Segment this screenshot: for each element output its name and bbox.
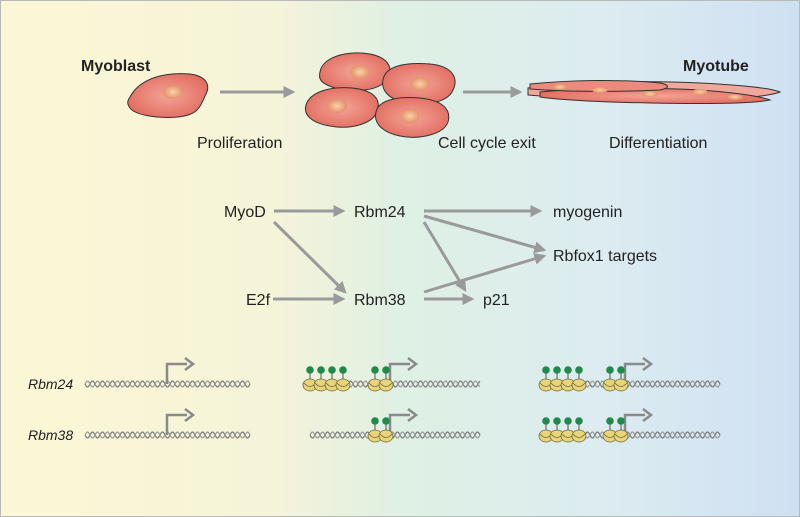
gene-label-rbm38: Rbm38 xyxy=(28,427,73,443)
node-myogenin: myogenin xyxy=(553,204,622,221)
node-rbm24: Rbm24 xyxy=(354,204,406,221)
network-arrows xyxy=(272,205,547,305)
rbm38-col1-dna-strand-a xyxy=(84,431,251,439)
rbm24-col2-nucleosome-3 xyxy=(335,378,351,392)
proliferation-label: Proliferation xyxy=(197,135,282,152)
proliferating-cells xyxy=(304,52,456,138)
rbm38-col2-dna-strand-b xyxy=(309,431,481,439)
rbm24-col3-promoter-nucleosome-1-wrap xyxy=(614,382,628,387)
myotube-label: Myotube xyxy=(683,58,749,75)
rbm24-col1-tss-arrow xyxy=(165,362,187,384)
rbm38-col1-tss-arrow xyxy=(165,413,187,435)
rbm24-col2-nucleosome-3-mark xyxy=(339,366,347,374)
rbm24-col1-tss-arrow-head xyxy=(184,357,196,371)
rbm24-col3-nucleosome-3 xyxy=(571,378,587,392)
rbm38-col3-nucleosome-3-wrap xyxy=(572,433,586,438)
rbm38-col3-tss-arrow-head xyxy=(642,408,654,422)
rbm24-col2-nucleosome-3-wrap xyxy=(336,382,350,387)
chromatin-tracks xyxy=(84,357,721,443)
rbm24-col3-nucleosome-3-mark xyxy=(575,366,583,374)
arrow-myod-rbm38 xyxy=(272,220,347,294)
rbm24-col1-dna-strand-a xyxy=(84,380,251,388)
rbm38-col2-promoter-nucleosome-1-mark xyxy=(382,417,390,425)
rbm38-col2-promoter-nucleosome-1-wrap xyxy=(379,433,393,438)
rbm24-col2-promoter-nucleosome-0-mark xyxy=(371,366,379,374)
rbm24-col2-promoter-nucleosome-1-wrap xyxy=(379,382,393,387)
rbm38-col3-nucleosome-3-mark xyxy=(575,417,583,425)
rbm24-col2-promoter-nucleosome-1 xyxy=(378,378,394,392)
rbm24-col2-nucleosome-2-mark xyxy=(328,366,336,374)
myoblast-label: Myoblast xyxy=(81,58,151,75)
arrow-rbm38-rbfox1 xyxy=(423,253,547,294)
rbm38-col1-tss-arrow-head xyxy=(184,408,196,422)
rbm24-col3-nucleosome-1-mark xyxy=(553,366,561,374)
rbm24-col2-nucleosome-0-mark xyxy=(306,366,314,374)
rbm38-col2-promoter-nucleosome-0-mark xyxy=(371,417,379,425)
differentiation-label: Differentiation xyxy=(609,135,707,152)
rbm38-col2-tss-arrow xyxy=(388,413,410,435)
rbm24-col3-promoter-nucleosome-1-mark xyxy=(617,366,625,374)
node-rbm38: Rbm38 xyxy=(354,292,406,309)
rbm24-col2-tss-arrow xyxy=(388,362,410,384)
rbm24-col3-promoter-nucleosome-1 xyxy=(613,378,629,392)
rbm38-col3-nucleosome-3 xyxy=(571,429,587,443)
node-e2f: E2f xyxy=(246,292,271,309)
rbm38-col3-tss-arrow xyxy=(623,413,645,435)
rbm38-col2-tss-arrow-head xyxy=(407,408,419,422)
rbm38-col3-nucleosome-1-mark xyxy=(553,417,561,425)
rbm24-col3-promoter-nucleosome-0-mark xyxy=(606,366,614,374)
rbm24-col3-tss-arrow xyxy=(623,362,645,384)
rbm38-col3-promoter-nucleosome-1-wrap xyxy=(614,433,628,438)
rbm24-col3-nucleosome-0-mark xyxy=(542,366,550,374)
rbm38-col3-nucleosome-2-mark xyxy=(564,417,572,425)
myotube-cells xyxy=(527,79,782,105)
rbm24-col2-nucleosome-1-mark xyxy=(317,366,325,374)
rbm38-col3-nucleosome-0-mark xyxy=(542,417,550,425)
arrow-rbm24-rbfox1 xyxy=(423,214,547,254)
node-rbfox1-targets: Rbfox1 targets xyxy=(553,248,657,265)
rbm38-col3-promoter-nucleosome-0-mark xyxy=(606,417,614,425)
myoblast-cell xyxy=(127,73,209,118)
arrow-rbm24-p21 xyxy=(422,221,467,293)
rbm38-col3-promoter-nucleosome-1 xyxy=(613,429,629,443)
node-p21: p21 xyxy=(483,292,510,309)
rbm24-col3-tss-arrow-head xyxy=(642,357,654,371)
cell-cycle-exit-label: Cell cycle exit xyxy=(438,135,536,152)
rbm24-col3-nucleosome-2-mark xyxy=(564,366,572,374)
rbm38-col2-promoter-nucleosome-1 xyxy=(378,429,394,443)
node-myod: MyoD xyxy=(224,204,266,221)
rbm24-col3-nucleosome-3-wrap xyxy=(572,382,586,387)
rbm38-col3-promoter-nucleosome-1-mark xyxy=(617,417,625,425)
gene-label-rbm24: Rbm24 xyxy=(28,376,73,392)
rbm24-col2-tss-arrow-head xyxy=(407,357,419,371)
rbm24-col2-promoter-nucleosome-1-mark xyxy=(382,366,390,374)
